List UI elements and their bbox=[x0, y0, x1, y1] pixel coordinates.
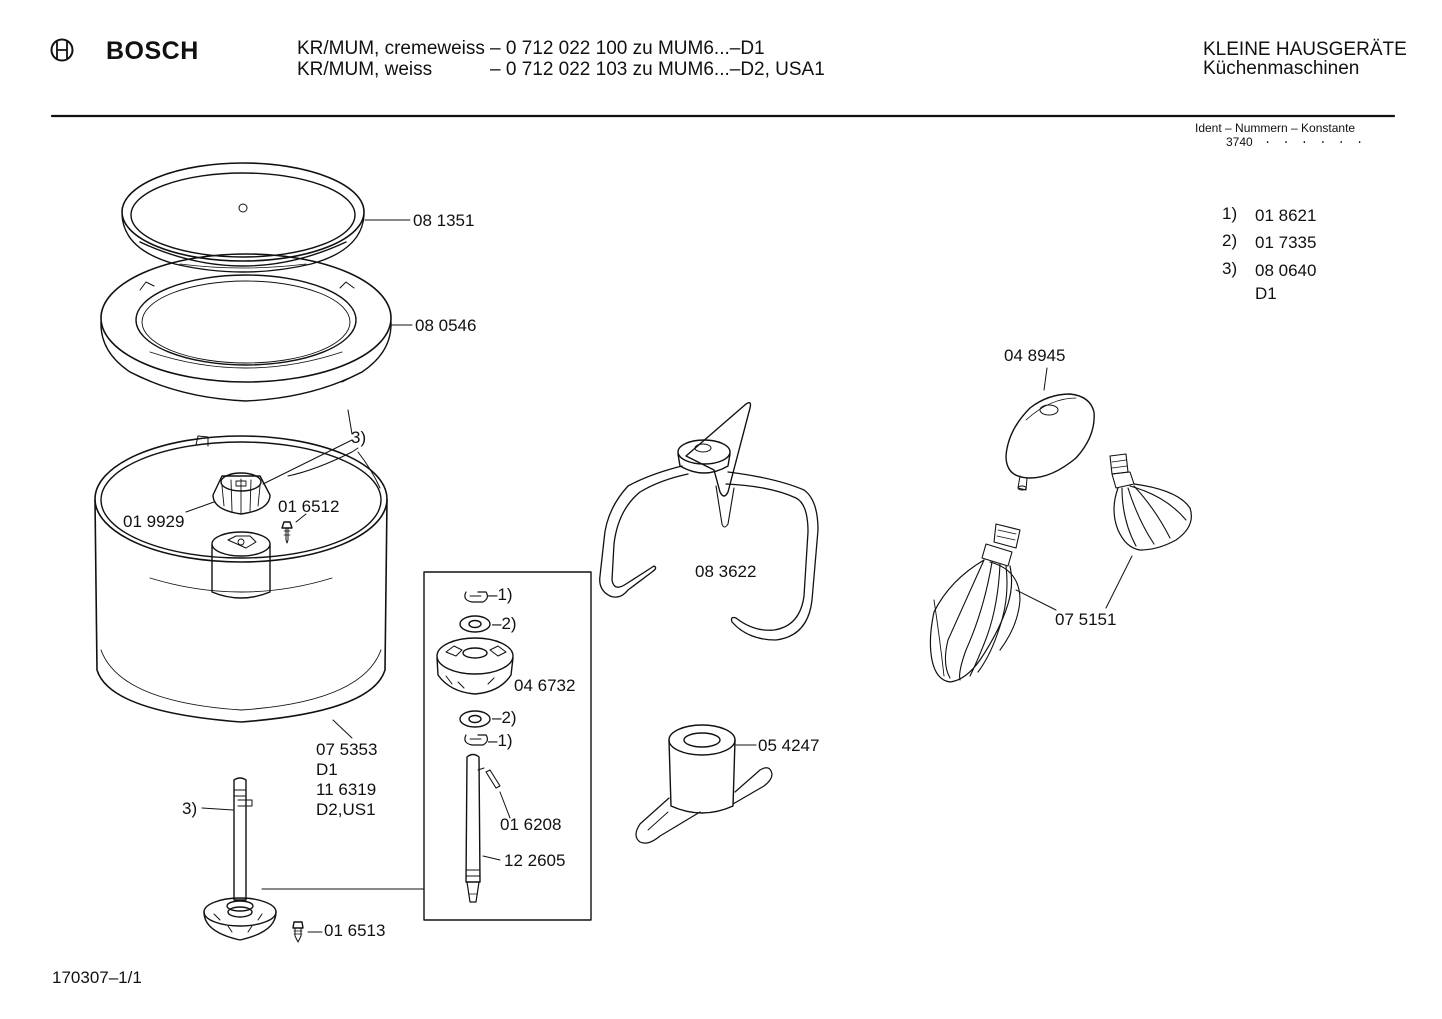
leader-whisk-cap bbox=[1044, 368, 1047, 390]
label-lid: 08 1351 bbox=[413, 211, 475, 230]
kit-drive-shaft bbox=[466, 755, 484, 903]
whisk-cap-part bbox=[1006, 394, 1094, 490]
kneading-hook-part bbox=[600, 403, 818, 640]
label-bowl-1: 07 5353 bbox=[316, 740, 378, 759]
label-drive-shaft: 12 2605 bbox=[504, 851, 566, 870]
label-small-screw: 01 6512 bbox=[278, 497, 340, 516]
label-bowl-3: 11 6319 bbox=[316, 780, 377, 799]
legend-value-3: 08 0640 bbox=[1255, 261, 1317, 280]
label-whisks: 07 5151 bbox=[1055, 610, 1117, 629]
category: KLEINE HAUSGERÄTE bbox=[1203, 39, 1407, 60]
label-pin: 01 6208 bbox=[500, 815, 562, 834]
leader-shaft-3 bbox=[202, 808, 233, 810]
kit-pin bbox=[486, 770, 500, 788]
model-line-1-right: – 0 712 022 100 zu MUM6...–D1 bbox=[490, 38, 765, 59]
label-blade-hub: 05 4247 bbox=[758, 736, 820, 755]
leader-shaft bbox=[483, 856, 500, 860]
legend-value-1: 01 8621 bbox=[1255, 206, 1317, 225]
leader-pin bbox=[500, 792, 510, 818]
kit-washer-a bbox=[460, 616, 490, 632]
kit-washer-b bbox=[460, 711, 490, 727]
brand-name: BOSCH bbox=[106, 37, 199, 65]
ident-dots: . . . . . . bbox=[1264, 133, 1366, 147]
leader-3-bowl bbox=[358, 452, 380, 488]
doc-number: 170307–1/1 bbox=[52, 968, 142, 987]
label-kit-2a: –2) bbox=[492, 614, 517, 633]
kit-circlip-b bbox=[465, 735, 488, 745]
whisk-small-part bbox=[1110, 454, 1191, 550]
small-screw-part bbox=[282, 522, 292, 543]
label-gear: 01 9929 bbox=[123, 512, 185, 531]
bowl-part bbox=[95, 436, 387, 722]
bosch-logo-icon bbox=[52, 40, 73, 61]
ident-title: Ident – Nummern – Konstante bbox=[1195, 121, 1356, 135]
label-kit-1b: –1) bbox=[488, 731, 513, 750]
legend-value-4: D1 bbox=[1255, 284, 1277, 303]
ident-value: 3740 bbox=[1226, 135, 1253, 149]
gear-part bbox=[213, 473, 270, 514]
label-whisk-cap: 04 8945 bbox=[1004, 346, 1066, 365]
label-bowl-4: D2,US1 bbox=[316, 800, 376, 819]
blade-hub-part bbox=[636, 725, 772, 843]
label-kit-1a: –1) bbox=[488, 585, 513, 604]
label-ref-3-shaft: 3) bbox=[182, 799, 198, 818]
base-shaft-part bbox=[204, 778, 276, 940]
legend-key-3: 3) bbox=[1222, 259, 1238, 278]
leader-3-top bbox=[263, 440, 358, 484]
model-line-2-left: KR/MUM, weiss bbox=[297, 59, 433, 80]
leader-whisks bbox=[1016, 556, 1132, 610]
label-base-screw: 01 6513 bbox=[324, 921, 386, 940]
leader-small-screw bbox=[296, 514, 306, 522]
leader-gear bbox=[186, 502, 214, 512]
legend-value-2: 01 7335 bbox=[1255, 233, 1317, 252]
model-line-2-right: – 0 712 022 103 zu MUM6...–D2, USA1 bbox=[490, 59, 825, 80]
label-kneading-hook: 08 3622 bbox=[695, 562, 757, 581]
label-ring: 08 0546 bbox=[415, 316, 477, 335]
subcategory: Küchenmaschinen bbox=[1203, 58, 1360, 79]
base-screw-part bbox=[293, 922, 303, 942]
whisk-large-part bbox=[930, 524, 1020, 682]
legend-key-1: 1) bbox=[1222, 204, 1238, 223]
legend-key-2: 2) bbox=[1222, 231, 1238, 250]
model-line-1-left: KR/MUM, cremeweiss bbox=[297, 38, 485, 59]
leader-bowl bbox=[333, 720, 352, 738]
ring-part bbox=[101, 254, 391, 401]
label-bowl-2: D1 bbox=[316, 760, 338, 779]
lid-part bbox=[122, 163, 364, 272]
label-ref-3-top: 3) bbox=[351, 428, 367, 447]
kit-drive-disc bbox=[437, 638, 513, 694]
label-drive-disc: 04 6732 bbox=[514, 676, 576, 695]
kit-circlip-a bbox=[465, 592, 488, 602]
label-kit-2b: –2) bbox=[492, 708, 517, 727]
kit-frame bbox=[424, 572, 591, 920]
